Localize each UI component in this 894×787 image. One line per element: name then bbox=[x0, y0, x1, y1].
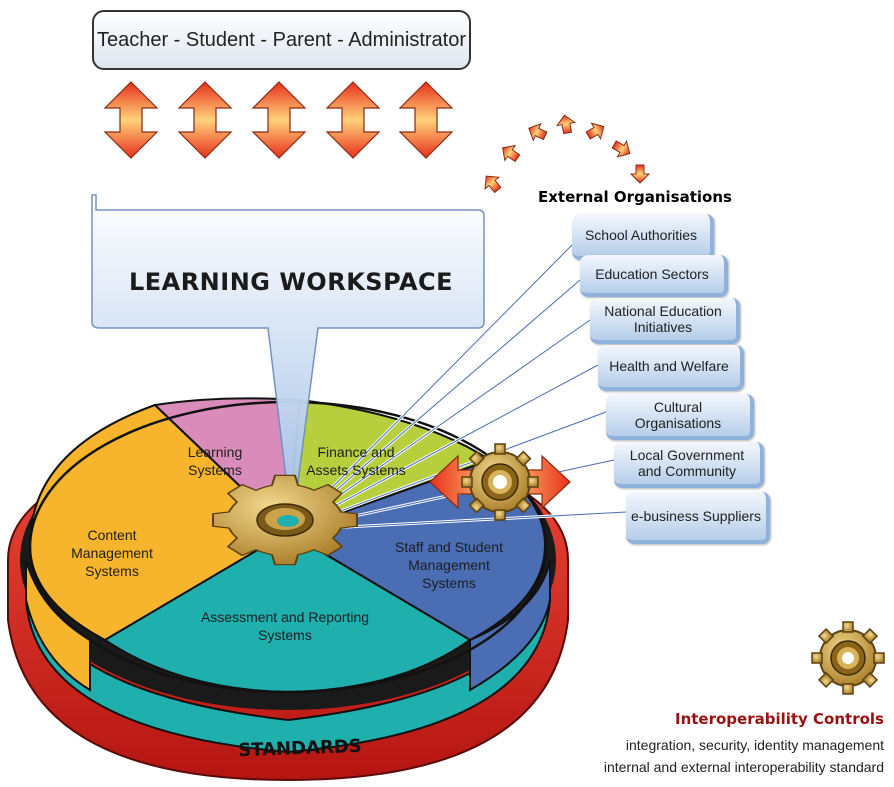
org-cultural-organisations: Cultural Organisations bbox=[606, 394, 754, 440]
label-staff-systems: Staff and Student Management Systems bbox=[395, 539, 503, 591]
curved-arrow-icon bbox=[502, 144, 521, 163]
label-finance-systems: Finance and Assets Systems bbox=[306, 444, 406, 478]
label-content-systems: Content Management Systems bbox=[71, 527, 153, 579]
role-arrows bbox=[103, 81, 454, 159]
double-arrow-icon bbox=[325, 81, 381, 159]
double-arrow-icon bbox=[251, 81, 307, 159]
double-arrow-icon bbox=[177, 81, 233, 159]
curved-arrow-icon bbox=[611, 139, 631, 158]
org-local-government: Local Government and Community bbox=[614, 442, 764, 488]
workspace-title: LEARNING WORKSPACE bbox=[128, 268, 454, 296]
gear-icon bbox=[811, 621, 885, 695]
curved-arrow-icon bbox=[484, 175, 502, 194]
external-organisations-title: External Organisations bbox=[538, 188, 732, 206]
label-learning-systems: Learning Systems bbox=[187, 444, 243, 478]
gear-icon bbox=[461, 443, 539, 521]
org-school-authorities: School Authorities bbox=[572, 214, 714, 260]
workspace-callout bbox=[91, 194, 485, 529]
org-education-sectors: Education Sectors bbox=[580, 255, 728, 297]
roles-box: Teacher - Student - Parent - Administrat… bbox=[92, 10, 471, 70]
interoperability-line-2: internal and external interoperability s… bbox=[603, 759, 884, 775]
double-arrow-icon bbox=[103, 81, 159, 159]
interoperability-line-1: integration, security, identity manageme… bbox=[625, 737, 884, 753]
curved-arrow-icon bbox=[585, 122, 605, 141]
interoperability-title: Interoperability Controls bbox=[674, 710, 884, 728]
gear-icon bbox=[212, 474, 358, 566]
double-arrow-icon bbox=[398, 81, 454, 159]
label-assessment-systems: Assessment and Reporting Systems bbox=[200, 609, 370, 643]
org-health-welfare: Health and Welfare bbox=[598, 345, 744, 391]
exchange-arrows bbox=[484, 114, 651, 194]
connector-gear bbox=[429, 443, 571, 521]
org-ebusiness-suppliers: e-business Suppliers bbox=[626, 492, 770, 544]
curved-arrow-icon bbox=[528, 122, 548, 142]
curved-arrow-icon bbox=[629, 164, 651, 184]
curved-arrow-icon bbox=[556, 114, 577, 135]
org-national-education-initiatives: National Education Initiatives bbox=[590, 298, 740, 344]
